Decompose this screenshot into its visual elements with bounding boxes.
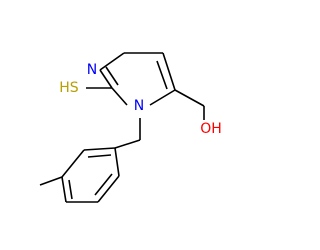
bond-n7-c2 [111, 87, 128, 106]
benzene-ring [61, 147, 120, 203]
bond-b5-b6-inner [94, 173, 113, 196]
bond-n3-c4 [99, 52, 125, 71]
bond-c6-ch2 [174, 89, 205, 107]
molecule-structure: N N HS OH [39, 52, 222, 203]
bond-b1-b2-inner [87, 154, 112, 158]
benzyl-linker [114, 118, 141, 149]
hydroxyl-label: OH [200, 121, 222, 137]
hydroxymethyl-group [174, 89, 205, 120]
bond-c5-c6 [162, 52, 176, 91]
bond-c6-n7 [149, 89, 176, 106]
bond-b3-b4 [61, 176, 67, 203]
bond-c5-c6-inner [156, 60, 168, 90]
bond-ch2-ring [114, 139, 141, 149]
bond-b5-b6 [97, 175, 120, 203]
bond-b1-b2 [83, 147, 116, 151]
imine-nitrogen-label: N [87, 62, 97, 78]
bond-b6-b1 [114, 147, 120, 177]
bond-c2-n3-b [105, 66, 119, 86]
bond-c2-n3-a [99, 69, 113, 89]
imidazole-ring [99, 52, 176, 106]
thiol-label: HS [59, 80, 79, 96]
bond-methyl [39, 176, 63, 186]
bond-b3-b4-inner [68, 179, 73, 200]
ring-nitrogen-label: N [134, 98, 144, 114]
bond-b2-b3 [61, 149, 85, 178]
